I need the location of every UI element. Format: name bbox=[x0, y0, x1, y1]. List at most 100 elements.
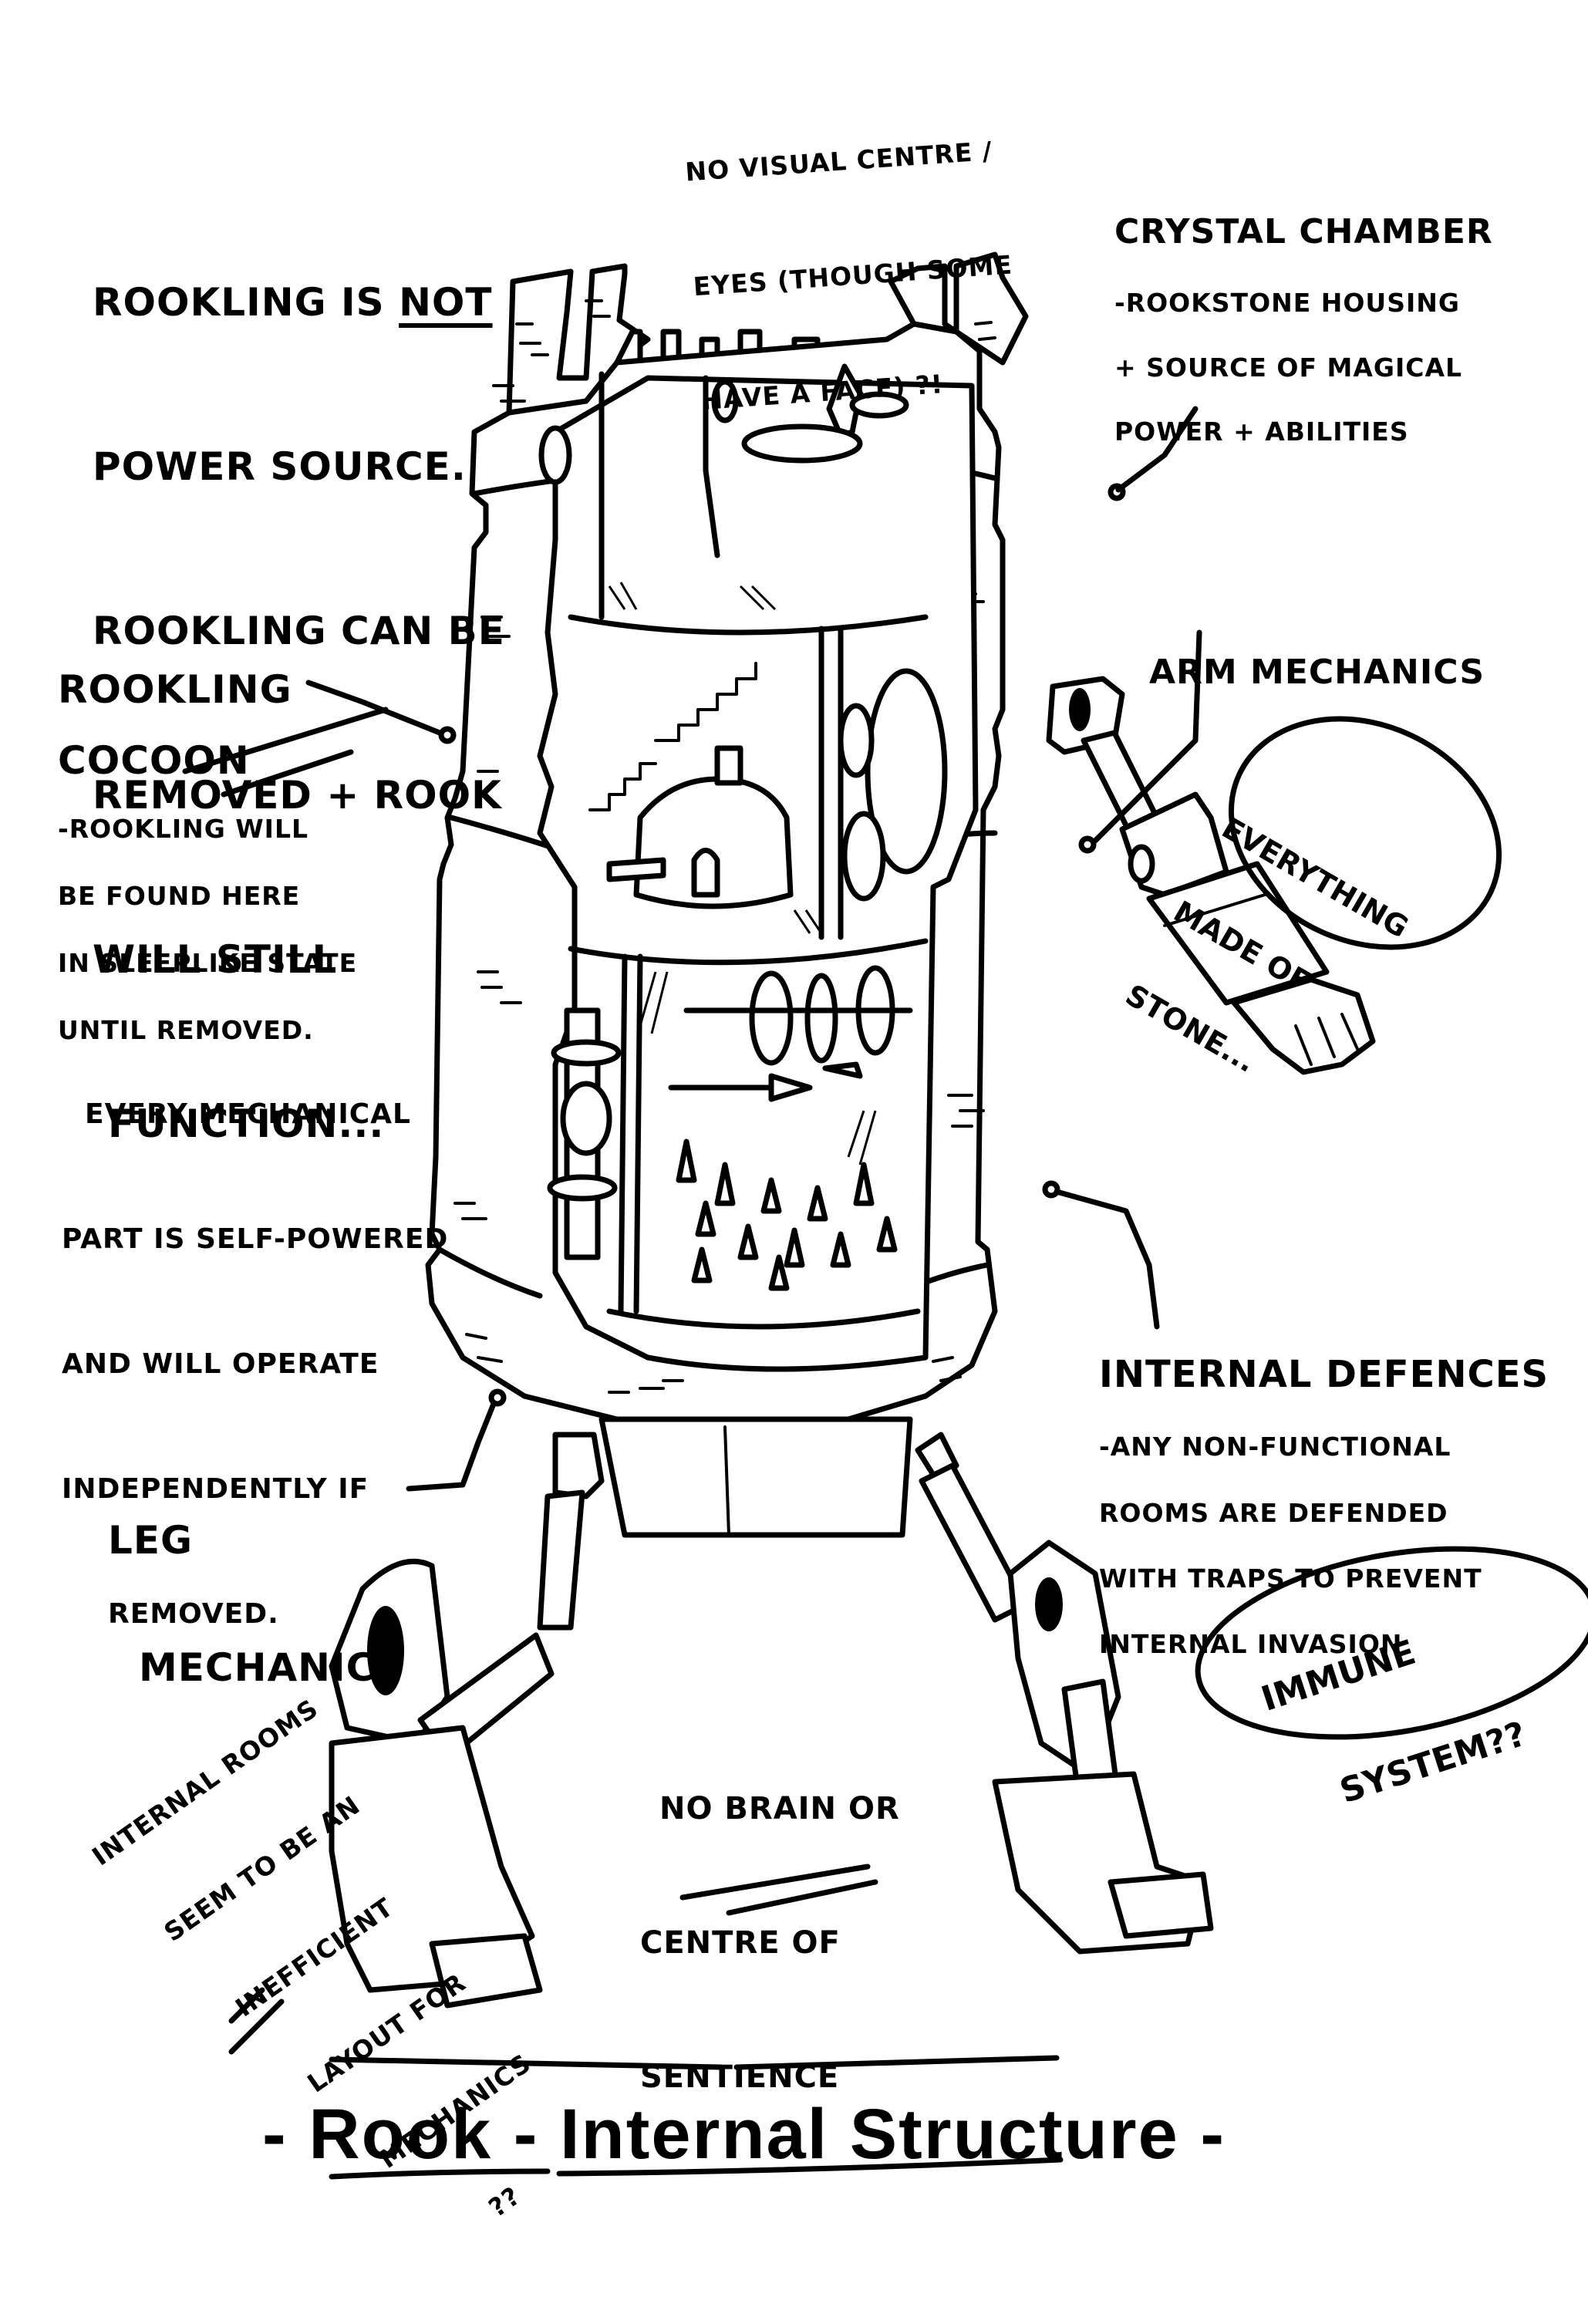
note-line: No visual centre / bbox=[684, 135, 993, 187]
note-line: part is self-powered bbox=[62, 1223, 449, 1255]
elbow-pin bbox=[1128, 844, 1155, 884]
emphasis-strokes bbox=[182, 707, 1064, 2180]
stone-texture-dashes bbox=[453, 299, 996, 1394]
note-text: Rookling is bbox=[93, 280, 385, 325]
rookling-underline-1 bbox=[182, 707, 389, 774]
cutaway-interior bbox=[537, 363, 979, 1372]
wall-defences-left bbox=[618, 953, 628, 1314]
leader-rookling-cocoon-dot bbox=[438, 726, 457, 744]
note-rookling-cocoon: Rookling Cocoon -Rookling will be found … bbox=[58, 640, 357, 1064]
note-heading: Internal Defences bbox=[1099, 1352, 1549, 1396]
note-line: have a face) ?! bbox=[700, 369, 945, 416]
internal-rooms-flourish-1 bbox=[228, 1987, 265, 2024]
note-line: Power source. bbox=[93, 444, 467, 489]
note-self-powered: Every mechanical part is self-powered an… bbox=[62, 1010, 448, 1677]
cocoon-chimney bbox=[714, 745, 743, 786]
note-line: Everything bbox=[1216, 810, 1414, 945]
right-knee-socket bbox=[1035, 1577, 1063, 1631]
note-line: sentience bbox=[640, 2059, 840, 2095]
interior-hatching bbox=[608, 582, 877, 1165]
note-line: centre of bbox=[640, 1925, 841, 1961]
saw-wheel-1 bbox=[749, 970, 794, 1066]
floor-crystal-chamber bbox=[568, 614, 929, 636]
page-title: - Rook - Internal Structure - bbox=[262, 2095, 1226, 2174]
note-line: rooms are defended bbox=[1099, 1497, 1448, 1528]
note-internal-defences: Internal Defences -Any non-functional ro… bbox=[1099, 1327, 1549, 1678]
note-line: be found here bbox=[58, 881, 301, 912]
note-line: with traps to prevent bbox=[1099, 1563, 1482, 1594]
big-gear bbox=[865, 668, 948, 875]
piston-disc-top bbox=[551, 1039, 622, 1067]
leader-rookling-cocoon bbox=[305, 680, 443, 736]
wall-defences-left-2 bbox=[633, 953, 643, 1314]
note-heading: Cocoon bbox=[58, 737, 250, 783]
cocoon-dome bbox=[633, 776, 794, 909]
title-rule-bottom-left bbox=[329, 2168, 551, 2180]
note-line: Rookling can be bbox=[93, 609, 505, 653]
note-line: until removed. bbox=[58, 1015, 314, 1046]
note-line: eyes (though some bbox=[692, 248, 1014, 302]
leader-leg-mechanics bbox=[406, 1401, 497, 1492]
title-rule-top-right bbox=[733, 2055, 1060, 2070]
leader-internal-defences-dot bbox=[1042, 1180, 1060, 1199]
rookling-underline-2 bbox=[221, 749, 354, 798]
pelvis-block bbox=[598, 1416, 913, 1538]
note-line: + source of magical bbox=[1114, 352, 1463, 383]
note-line: in sleeplike state bbox=[58, 948, 358, 979]
everything-stone-bubble bbox=[1228, 716, 1502, 950]
piston-disc-bottom bbox=[547, 1174, 618, 1202]
right-toe bbox=[1108, 1871, 1214, 1939]
note-line: Every mechanical bbox=[85, 1098, 411, 1130]
cocoon-door bbox=[691, 848, 720, 898]
left-toe bbox=[429, 1933, 543, 2009]
note-heading: Rookling bbox=[58, 666, 292, 712]
title-rule-top-left bbox=[329, 2056, 724, 2070]
small-gear-2 bbox=[841, 811, 886, 902]
upper-gear-left bbox=[538, 425, 572, 485]
small-gear bbox=[838, 703, 875, 778]
note-line: independently if bbox=[62, 1473, 369, 1505]
left-hip-joint bbox=[552, 1432, 605, 1499]
immune-system-bubble bbox=[1195, 1546, 1588, 1740]
note-line: removed. bbox=[108, 1598, 279, 1630]
note-line: internal invasion bbox=[1099, 1629, 1403, 1660]
forearm-band bbox=[1163, 893, 1266, 927]
pendulum-wheel bbox=[560, 1081, 612, 1156]
leader-lines bbox=[305, 406, 1202, 1492]
staircase-lower bbox=[588, 762, 657, 811]
leader-leg-mechanics-dot bbox=[488, 1388, 507, 1407]
cocoon-pipe bbox=[606, 857, 666, 882]
emphasis-not: NOT bbox=[399, 280, 493, 325]
note-line: -Rookling will bbox=[58, 814, 309, 845]
note-line: Immune bbox=[1256, 1632, 1421, 1719]
leader-internal-defences bbox=[1054, 1189, 1160, 1330]
left-thigh bbox=[537, 1489, 585, 1631]
note-heading: Leg bbox=[108, 1518, 194, 1563]
note-arm-mechanics: Arm Mechanics bbox=[1149, 577, 1485, 729]
crystal-lens bbox=[849, 391, 909, 419]
floor-spikes bbox=[676, 1138, 898, 1291]
note-line: power + abilities bbox=[1114, 417, 1409, 447]
note-heading: Crystal Chamber bbox=[1114, 211, 1493, 251]
crystal-dais bbox=[741, 423, 863, 464]
note-line: made of bbox=[1168, 894, 1317, 1000]
note-line: -Any non-functional bbox=[1099, 1432, 1451, 1462]
leader-crystal-chamber-dot bbox=[1108, 483, 1126, 501]
note-line: Removed + Rook bbox=[93, 773, 502, 818]
trap-arrowhead-2 bbox=[822, 1061, 863, 1079]
no-brain-underline-2 bbox=[726, 1879, 878, 1916]
note-heading: Arm Mechanics bbox=[1149, 652, 1485, 692]
upper-window bbox=[711, 379, 739, 423]
note-no-brain: No brain or centre of sentience bbox=[640, 1697, 900, 2144]
right-arm bbox=[1046, 676, 1376, 1075]
wall-upper-left bbox=[703, 375, 720, 558]
note-heading: Mechanics bbox=[139, 1645, 405, 1690]
note-leg-mechanics: Leg Mechanics bbox=[108, 1435, 404, 1732]
no-brain-underline-1 bbox=[679, 1864, 871, 1901]
shoulder-socket bbox=[1069, 688, 1091, 731]
leader-arm-mechanics bbox=[1092, 629, 1202, 844]
saw-wheel-2 bbox=[804, 973, 838, 1064]
legs bbox=[329, 1416, 1214, 2009]
trap-arrowhead bbox=[768, 1073, 813, 1102]
title-rule-bottom-right bbox=[556, 2157, 1064, 2177]
